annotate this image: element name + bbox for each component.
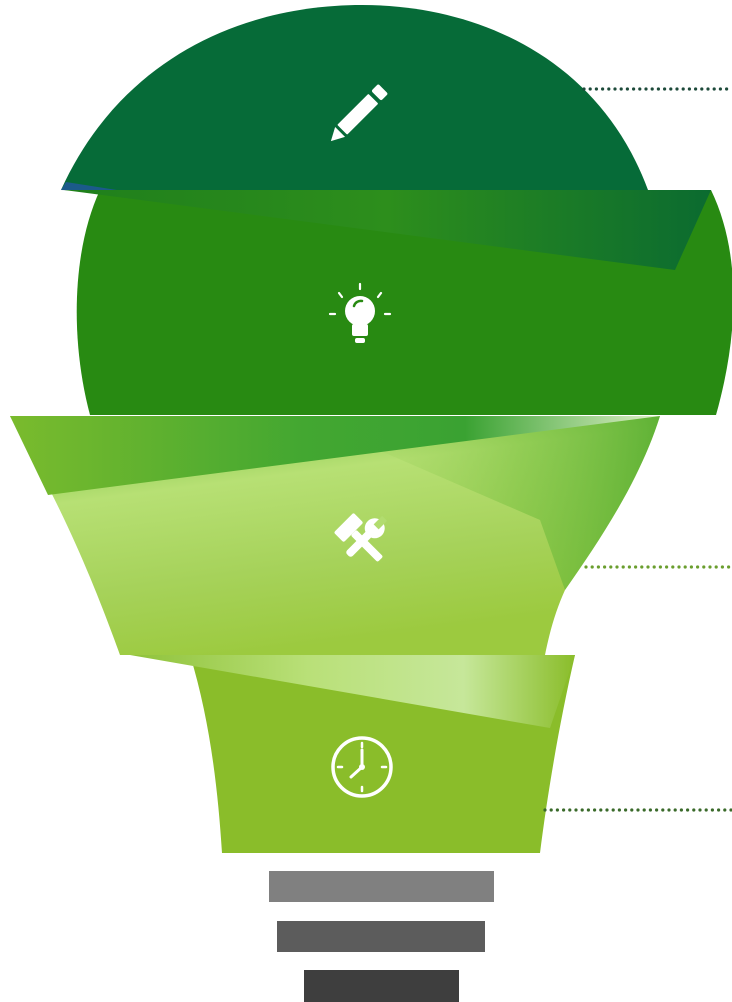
segment-1-shape [61, 5, 648, 190]
base-bar-2 [277, 921, 485, 952]
bulb-segment-1 [61, 5, 648, 192]
segment-2-ribbon [64, 190, 711, 270]
tools-icon [334, 513, 388, 562]
bulb-segment-3 [10, 416, 660, 655]
segment-3-ribbon [10, 416, 660, 495]
pencil-icon [330, 84, 388, 142]
lightbulb-icon [328, 282, 392, 343]
clock-icon [331, 736, 393, 798]
bulb-segment-2 [64, 190, 732, 415]
segment-4-ribbon [130, 655, 575, 728]
bulb-segment-4 [130, 655, 575, 853]
base-bar-3 [304, 970, 459, 1002]
segment-3-sheen [300, 416, 660, 590]
segment-1-edge [61, 182, 130, 192]
base-bar-1 [269, 871, 494, 902]
